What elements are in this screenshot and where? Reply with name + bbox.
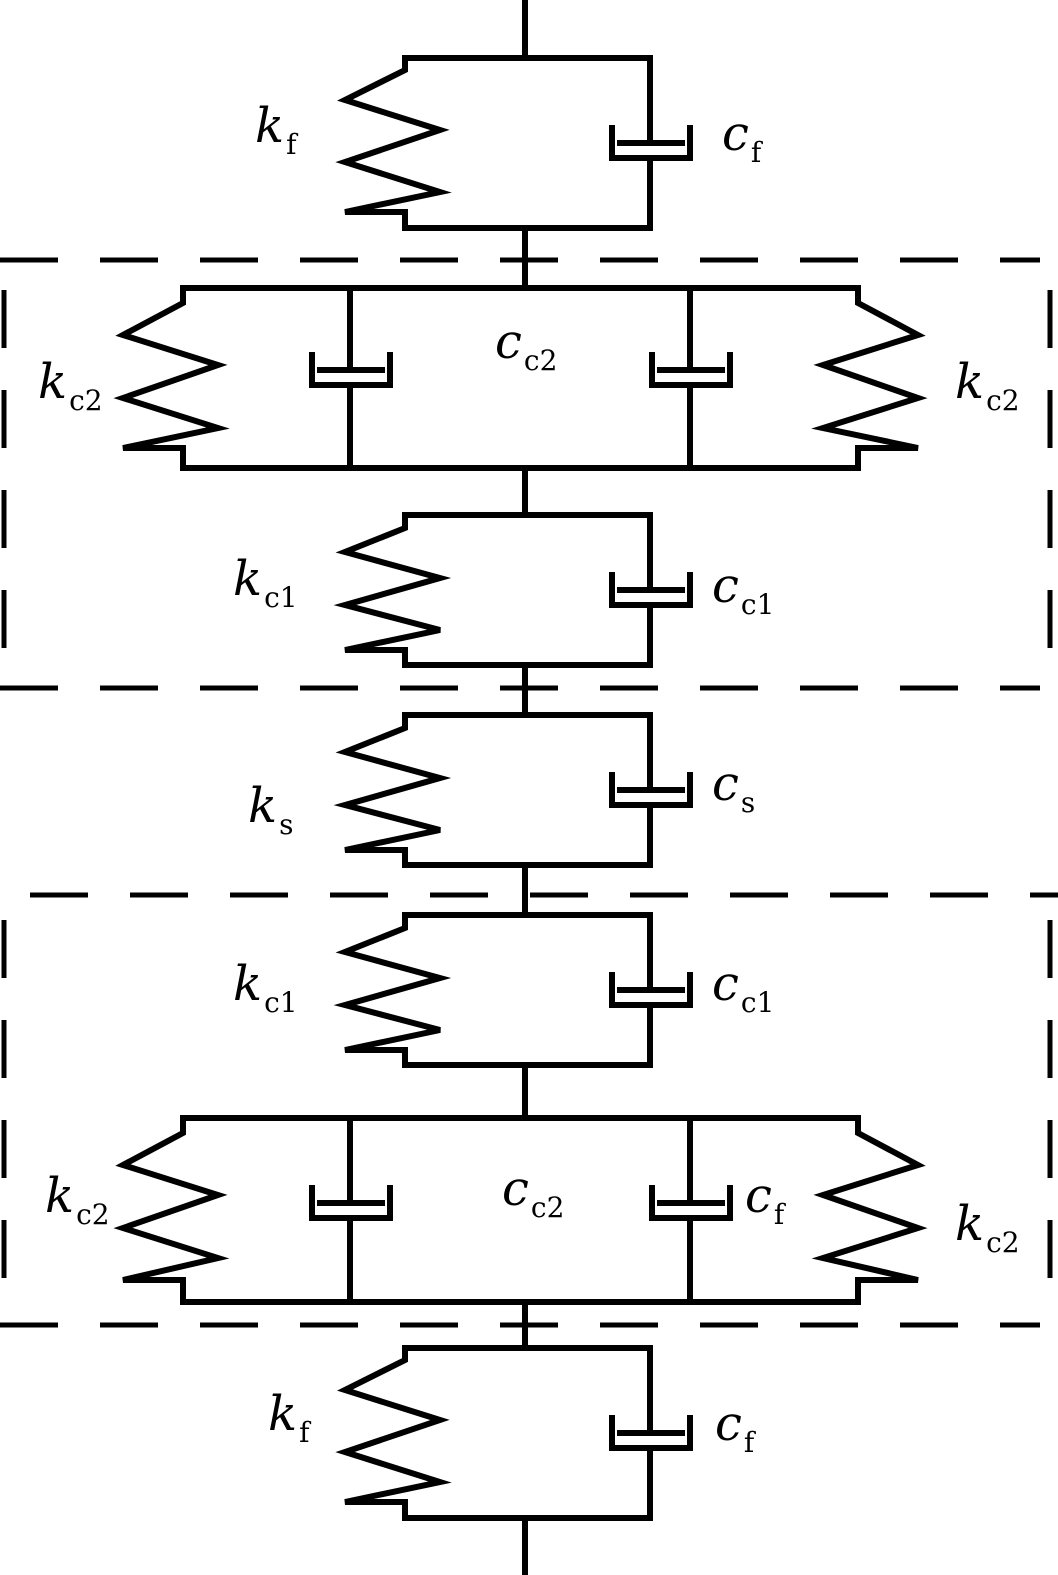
label-top-cf: cf [722,106,764,169]
lower-kc1-cc1-unit [333,912,693,1068]
bottom-spring-kf [335,1345,452,1521]
lower-damper-cc1 [609,912,693,1068]
label-bottom-kf: kf [268,1386,312,1449]
upper-kc1-cc1-unit [333,512,693,668]
lower-damper-cf [649,1115,733,1305]
lower-damper-cc2 [309,1115,393,1305]
top-kelvin-unit [335,55,693,231]
label-lower-kc2-left: kc2 [45,1168,110,1231]
label-lower-cf: cf [745,1168,787,1231]
label-upper-cc2: cc2 [495,314,557,377]
label-upper-kc1: kc1 [233,551,298,614]
lower-kc2-cc2-layer [113,1115,928,1305]
bottom-kelvin-unit [335,1345,693,1521]
lower-spring-kc2-left [113,1115,230,1305]
label-middle-ks: ks [248,778,293,841]
middle-damper-cs [609,712,693,868]
top-damper-cf [609,55,693,231]
lower-spring-kc1 [333,912,452,1068]
label-upper-kc2-right: kc2 [955,354,1020,417]
upper-group-boundary [0,257,1053,691]
label-middle-cs: cs [712,756,755,819]
lower-group-boundary [0,892,1058,1328]
upper-spring-kc2-left [113,285,230,471]
label-lower-kc1: kc1 [233,956,298,1019]
lower-spring-kc2-right [811,1115,928,1305]
bottom-damper-cf [609,1345,693,1521]
label-upper-kc2-left: kc2 [38,354,103,417]
label-bottom-cf: cf [715,1396,757,1459]
label-top-kf: kf [255,98,299,161]
label-lower-cc1: cc1 [712,956,774,1019]
label-lower-cc2: cc2 [502,1161,564,1224]
label-lower-kc2-right: kc2 [955,1196,1020,1259]
middle-spring-ks [333,712,452,868]
upper-spring-kc2-right [811,285,928,471]
top-spring-kf [335,55,452,231]
upper-kc2-cc2-layer [113,285,928,471]
label-upper-cc1: cc1 [712,558,774,621]
upper-damper-cc2-right [649,285,733,471]
middle-ks-cs-unit [333,712,693,868]
upper-damper-cc1 [609,512,693,668]
upper-spring-kc1 [333,512,452,668]
upper-damper-cc2-left [309,285,393,471]
